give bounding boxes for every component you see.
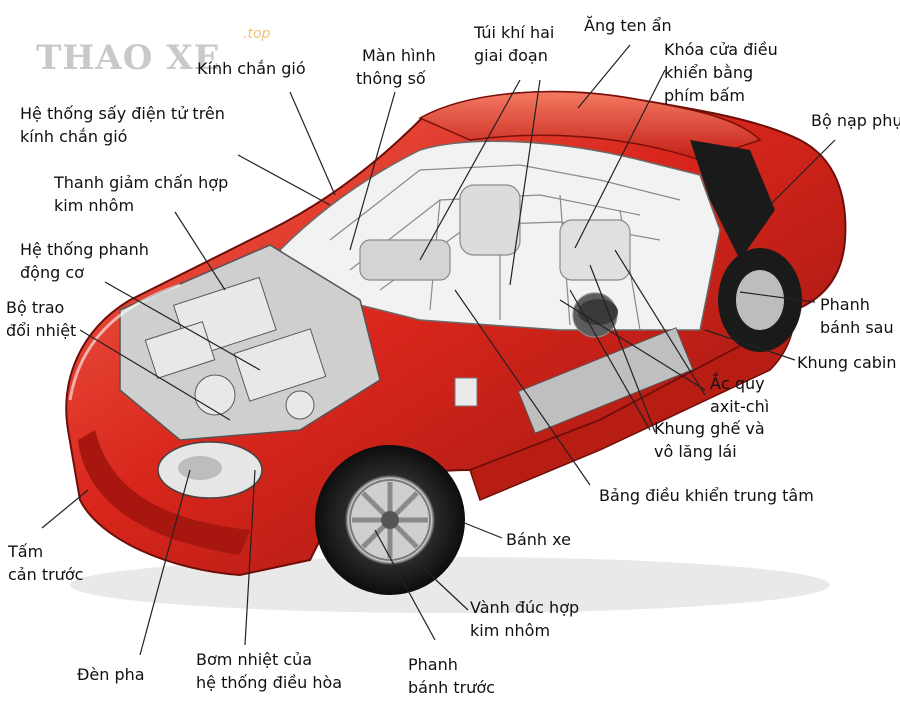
label-phanh-sau-1: Phanh — [820, 293, 870, 316]
label-phanh-truoc-2: bánh trước — [408, 676, 495, 699]
label-tam-can-2: cản trước — [8, 563, 83, 586]
leader-tam-can — [42, 490, 88, 528]
label-ac-quy-2: axit-chì — [710, 395, 769, 418]
label-vanh-duc-2: kim nhôm — [470, 619, 550, 642]
label-man-hinh-2: thông số — [356, 67, 426, 90]
label-bo-trao-1: Bộ trao — [6, 296, 64, 319]
label-bang-dieu-khien: Bảng điều khiển trung tâm — [599, 484, 814, 507]
leader-he-thong-say — [238, 155, 330, 205]
leader-banh-xe — [462, 522, 502, 538]
label-phanh-truoc-1: Phanh — [408, 653, 458, 676]
label-tui-khi-1: Túi khí hai — [474, 21, 554, 44]
label-bo-trao-2: đổi nhiệt — [6, 319, 76, 342]
label-kinh-chan-gio: Kính chắn gió — [197, 57, 306, 80]
label-bom-nhiet-2: hệ thống điều hòa — [196, 671, 342, 694]
label-man-hinh-1: Màn hình — [362, 44, 436, 67]
label-khung-cabin: Khung cabin — [797, 351, 897, 374]
label-he-thong-say-1: Hệ thống sấy điện tử trên — [20, 102, 225, 125]
watermark-logo: THAO XE — [36, 38, 221, 78]
label-khoa-cua-2: khiển bằng — [664, 61, 753, 84]
label-phanh-sau-2: bánh sau — [820, 316, 894, 339]
leader-kinh-chan-gio — [290, 92, 335, 195]
watermark-suffix: .top — [243, 26, 270, 42]
label-bo-nap: Bộ nạp phụ — [811, 109, 900, 132]
label-tui-khi-2: giai đoạn — [474, 44, 548, 67]
label-he-thong-phanh-1: Hệ thống phanh — [20, 238, 149, 261]
label-banh-xe: Bánh xe — [506, 528, 571, 551]
label-he-thong-phanh-2: động cơ — [20, 261, 84, 284]
label-he-thong-say-2: kính chắn gió — [20, 125, 127, 148]
label-thanh-giam-2: kim nhôm — [54, 194, 134, 217]
side-emblem — [455, 378, 477, 406]
label-bom-nhiet-1: Bơm nhiệt của — [196, 648, 312, 671]
label-tam-can-1: Tấm — [8, 540, 43, 563]
label-khung-ghe-2: vô lăng lái — [654, 440, 737, 463]
label-khung-ghe-1: Khung ghế và — [654, 417, 765, 440]
label-ac-quy-1: Ắc quy — [710, 372, 765, 395]
label-khoa-cua-1: Khóa cửa điều — [664, 38, 778, 61]
label-den-pha: Đèn pha — [77, 663, 145, 686]
label-vanh-duc-1: Vành đúc hợp — [470, 596, 579, 619]
label-khoa-cua-3: phím bấm — [664, 84, 745, 107]
label-thanh-giam-1: Thanh giảm chấn hợp — [54, 171, 228, 194]
label-ang-ten: Ăng ten ẩn — [584, 14, 672, 37]
